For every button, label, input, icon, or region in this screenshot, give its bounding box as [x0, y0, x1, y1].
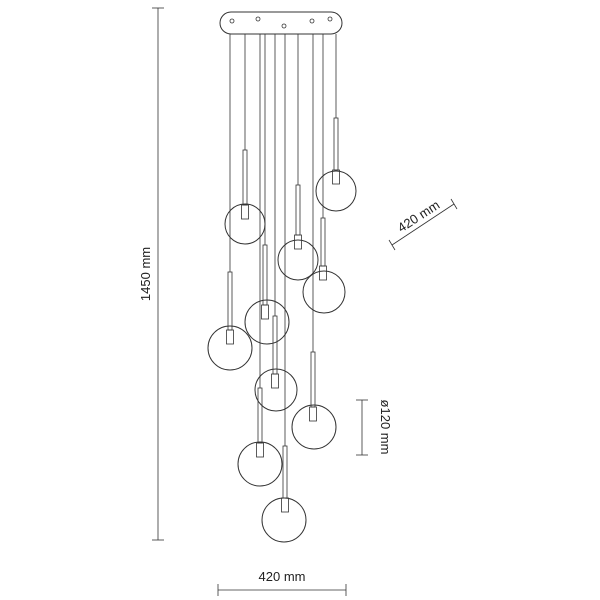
globe-diameter-dimension: ø120 mm — [356, 400, 393, 456]
height-dimension: 1450 mm — [138, 7, 164, 541]
pendants — [207, 34, 357, 543]
pendant-globe — [277, 34, 319, 281]
width-dimension: 420 mm — [217, 569, 347, 596]
pendant-globe — [315, 34, 357, 212]
pendant-globe — [244, 34, 290, 345]
pendant-globe — [302, 34, 346, 314]
pendant-globe — [224, 34, 266, 245]
width-label: 420 mm — [259, 569, 306, 584]
pendant-globe — [261, 34, 307, 543]
height-label: 1450 mm — [138, 247, 153, 301]
pendant-globe — [291, 34, 337, 450]
pendant-globe — [254, 34, 298, 412]
pendant-globe — [237, 34, 283, 487]
pendant-globe — [207, 34, 253, 371]
globe-diameter-label: ø120 mm — [378, 400, 393, 455]
ceiling-canopy — [219, 11, 343, 35]
canopy-diameter-dimension: 420 mm — [388, 197, 458, 251]
